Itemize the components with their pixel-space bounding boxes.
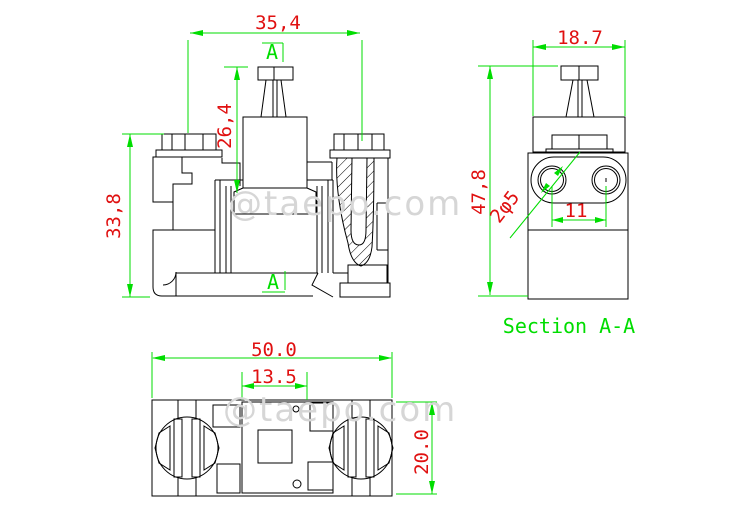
dim-section-width: 18.7 [557, 27, 603, 49]
dim-bottom-depth: 20.0 [411, 429, 433, 475]
watermark-front: @taepo.com [228, 184, 463, 224]
dimension-linework [122, 30, 626, 495]
watermark-bottom: @taepo.com [223, 390, 458, 430]
dim-bottom-inner: 13.5 [251, 366, 297, 388]
section-marker-top: A [265, 40, 279, 64]
dim-front-screw-height: 26,4 [214, 103, 236, 149]
dim-section-height: 47,8 [468, 169, 490, 215]
dim-section-hole-spacing: 11 [564, 200, 588, 222]
bottom-view-linework [151, 399, 394, 497]
section-view-label: Section A-A [502, 314, 636, 338]
dim-front-body-height: 33,8 [103, 193, 125, 239]
dim-front-bolt-spacing: 35,4 [255, 12, 301, 34]
dim-bottom-length: 50.0 [251, 339, 297, 361]
front-view-linework [152, 66, 391, 298]
section-marker-bottom: A [266, 270, 280, 294]
section-view-linework [527, 65, 629, 300]
